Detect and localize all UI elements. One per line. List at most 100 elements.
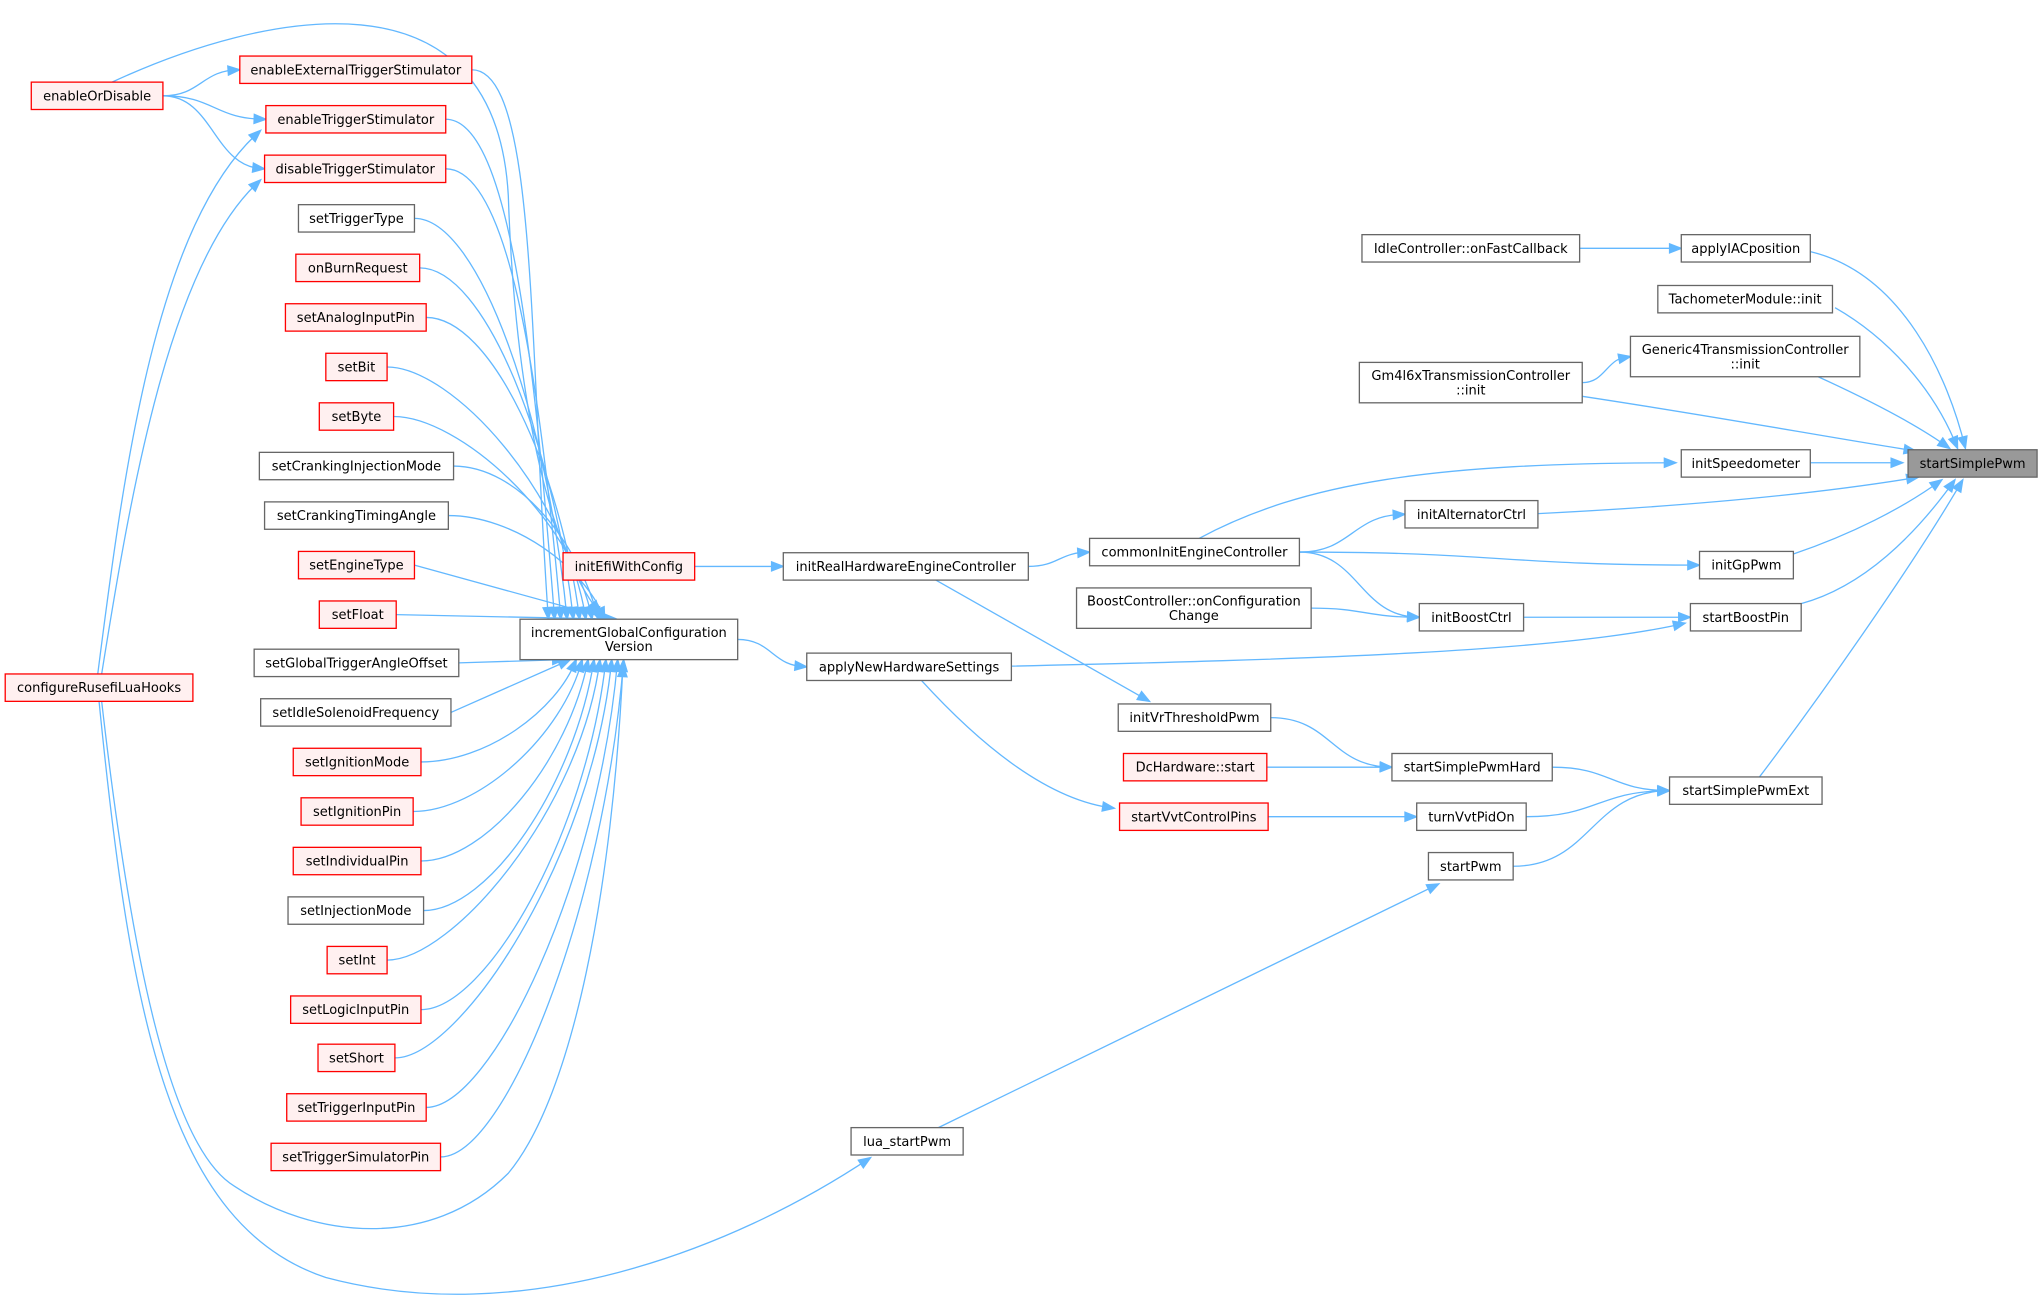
node-box[interactable] xyxy=(519,618,739,661)
node-configureRusefiLuaHooks[interactable]: configureRusefiLuaHooks xyxy=(4,673,194,702)
node-initRealHardwareEngineController[interactable]: initRealHardwareEngineController xyxy=(782,552,1029,581)
node-box[interactable] xyxy=(270,1142,442,1172)
node-box[interactable] xyxy=(297,204,416,233)
node-setAnalogInputPin[interactable]: setAnalogInputPin xyxy=(284,303,427,332)
node-box[interactable] xyxy=(318,402,395,431)
node-box[interactable] xyxy=(1358,361,1583,404)
node-startSimplePwmHard[interactable]: startSimplePwmHard xyxy=(1391,752,1553,782)
node-initVrThresholdPwm[interactable]: initVrThresholdPwm xyxy=(1117,703,1272,732)
node-box[interactable] xyxy=(286,1093,427,1122)
node-startVvtControlPins[interactable]: startVvtControlPins xyxy=(1118,802,1269,832)
node-box[interactable] xyxy=(1117,703,1272,732)
node-box[interactable] xyxy=(326,945,388,975)
node-Gm4l6xTransmissionController_init[interactable]: Gm4l6xTransmissionController::init xyxy=(1358,361,1583,404)
node-box[interactable] xyxy=(300,797,414,826)
node-box[interactable] xyxy=(292,747,422,777)
node-box[interactable] xyxy=(253,648,460,678)
node-TachometerModule_init[interactable]: TachometerModule::init xyxy=(1657,284,1834,314)
node-box[interactable] xyxy=(1418,602,1525,632)
node-box[interactable] xyxy=(1680,233,1811,263)
node-setEngineType[interactable]: setEngineType xyxy=(297,550,416,580)
node-setIndividualPin[interactable]: setIndividualPin xyxy=(292,846,422,876)
node-box[interactable] xyxy=(1075,587,1312,629)
node-box[interactable] xyxy=(4,673,194,702)
node-initEfiWithConfig[interactable]: initEfiWithConfig xyxy=(562,552,696,581)
node-setInjectionMode[interactable]: setInjectionMode xyxy=(287,896,425,925)
node-startPwm[interactable]: startPwm xyxy=(1427,851,1514,881)
node-box[interactable] xyxy=(265,104,447,134)
node-box[interactable] xyxy=(1391,752,1553,782)
node-setCrankingTimingAngle[interactable]: setCrankingTimingAngle xyxy=(263,501,449,530)
node-setTriggerType[interactable]: setTriggerType xyxy=(297,204,416,233)
node-box[interactable] xyxy=(806,652,1013,682)
node-applyNewHardwareSettings[interactable]: applyNewHardwareSettings xyxy=(806,652,1013,682)
node-applyIACposition[interactable]: applyIACposition xyxy=(1680,233,1811,263)
node-IdleController_onFastCallback[interactable]: IdleController::onFastCallback xyxy=(1361,233,1581,263)
node-box[interactable] xyxy=(30,81,164,111)
node-box[interactable] xyxy=(1427,851,1514,881)
node-box[interactable] xyxy=(1404,499,1539,529)
node-enableOrDisable[interactable]: enableOrDisable xyxy=(30,81,164,111)
node-disableTriggerStimulator[interactable]: disableTriggerStimulator xyxy=(263,154,447,184)
node-setIgnitionMode[interactable]: setIgnitionMode xyxy=(292,747,422,777)
node-box[interactable] xyxy=(1689,602,1802,632)
node-setFloat[interactable]: setFloat xyxy=(318,600,397,629)
node-box[interactable] xyxy=(284,303,427,332)
node-box[interactable] xyxy=(1657,284,1834,314)
node-box[interactable] xyxy=(782,552,1029,581)
node-box[interactable] xyxy=(289,995,422,1024)
node-setLogicInputPin[interactable]: setLogicInputPin xyxy=(289,995,422,1024)
node-setShort[interactable]: setShort xyxy=(317,1043,396,1073)
node-setBit[interactable]: setBit xyxy=(325,352,388,382)
node-box[interactable] xyxy=(260,698,452,727)
node-setByte[interactable]: setByte xyxy=(318,402,395,431)
node-onBurnRequest[interactable]: onBurnRequest xyxy=(295,253,421,283)
node-box[interactable] xyxy=(325,352,388,382)
node-box[interactable] xyxy=(1088,537,1301,567)
node-box[interactable] xyxy=(292,846,422,876)
node-box[interactable] xyxy=(850,1126,964,1156)
node-Generic4TransmissionController_init[interactable]: Generic4TransmissionController::init xyxy=(1629,335,1861,378)
node-startSimplePwm[interactable]: startSimplePwm xyxy=(1907,449,2038,478)
node-box[interactable] xyxy=(317,1043,396,1073)
node-setTriggerInputPin[interactable]: setTriggerInputPin xyxy=(286,1093,427,1122)
node-setInt[interactable]: setInt xyxy=(326,945,388,975)
node-initAlternatorCtrl[interactable]: initAlternatorCtrl xyxy=(1404,499,1539,529)
node-box[interactable] xyxy=(1907,449,2038,478)
node-box[interactable] xyxy=(1118,802,1269,832)
node-box[interactable] xyxy=(295,253,421,283)
node-box[interactable] xyxy=(263,154,447,184)
node-DcHardware_start[interactable]: DcHardware::start xyxy=(1122,752,1268,782)
node-box[interactable] xyxy=(1629,335,1861,378)
node-box[interactable] xyxy=(1680,449,1811,478)
node-setIdleSolenoidFrequency[interactable]: setIdleSolenoidFrequency xyxy=(260,698,452,727)
node-box[interactable] xyxy=(1122,752,1268,782)
node-enableExternalTriggerStimulator[interactable]: enableExternalTriggerStimulator xyxy=(239,55,473,85)
node-box[interactable] xyxy=(287,896,425,925)
node-box[interactable] xyxy=(263,501,449,530)
node-box[interactable] xyxy=(1361,233,1581,263)
node-box[interactable] xyxy=(1698,550,1795,580)
node-box[interactable] xyxy=(258,451,455,481)
node-setIgnitionPin[interactable]: setIgnitionPin xyxy=(300,797,414,826)
node-setGlobalTriggerAngleOffset[interactable]: setGlobalTriggerAngleOffset xyxy=(253,648,460,678)
node-box[interactable] xyxy=(1416,802,1527,832)
node-turnVvtPidOn[interactable]: turnVvtPidOn xyxy=(1416,802,1527,832)
node-startSimplePwmExt[interactable]: startSimplePwmExt xyxy=(1668,776,1823,805)
node-enableTriggerStimulator[interactable]: enableTriggerStimulator xyxy=(265,104,447,134)
node-setCrankingInjectionMode[interactable]: setCrankingInjectionMode xyxy=(258,451,455,481)
node-startBoostPin[interactable]: startBoostPin xyxy=(1689,602,1802,632)
node-initBoostCtrl[interactable]: initBoostCtrl xyxy=(1418,602,1525,632)
node-box[interactable] xyxy=(562,552,696,581)
node-lua_startPwm[interactable]: lua_startPwm xyxy=(850,1126,964,1156)
node-setTriggerSimulatorPin[interactable]: setTriggerSimulatorPin xyxy=(270,1142,442,1172)
node-box[interactable] xyxy=(318,600,397,629)
node-box[interactable] xyxy=(1668,776,1823,805)
node-box[interactable] xyxy=(297,550,416,580)
node-initGpPwm[interactable]: initGpPwm xyxy=(1698,550,1795,580)
node-initSpeedometer[interactable]: initSpeedometer xyxy=(1680,449,1811,478)
node-box[interactable] xyxy=(239,55,473,85)
node-commonInitEngineController[interactable]: commonInitEngineController xyxy=(1088,537,1301,567)
